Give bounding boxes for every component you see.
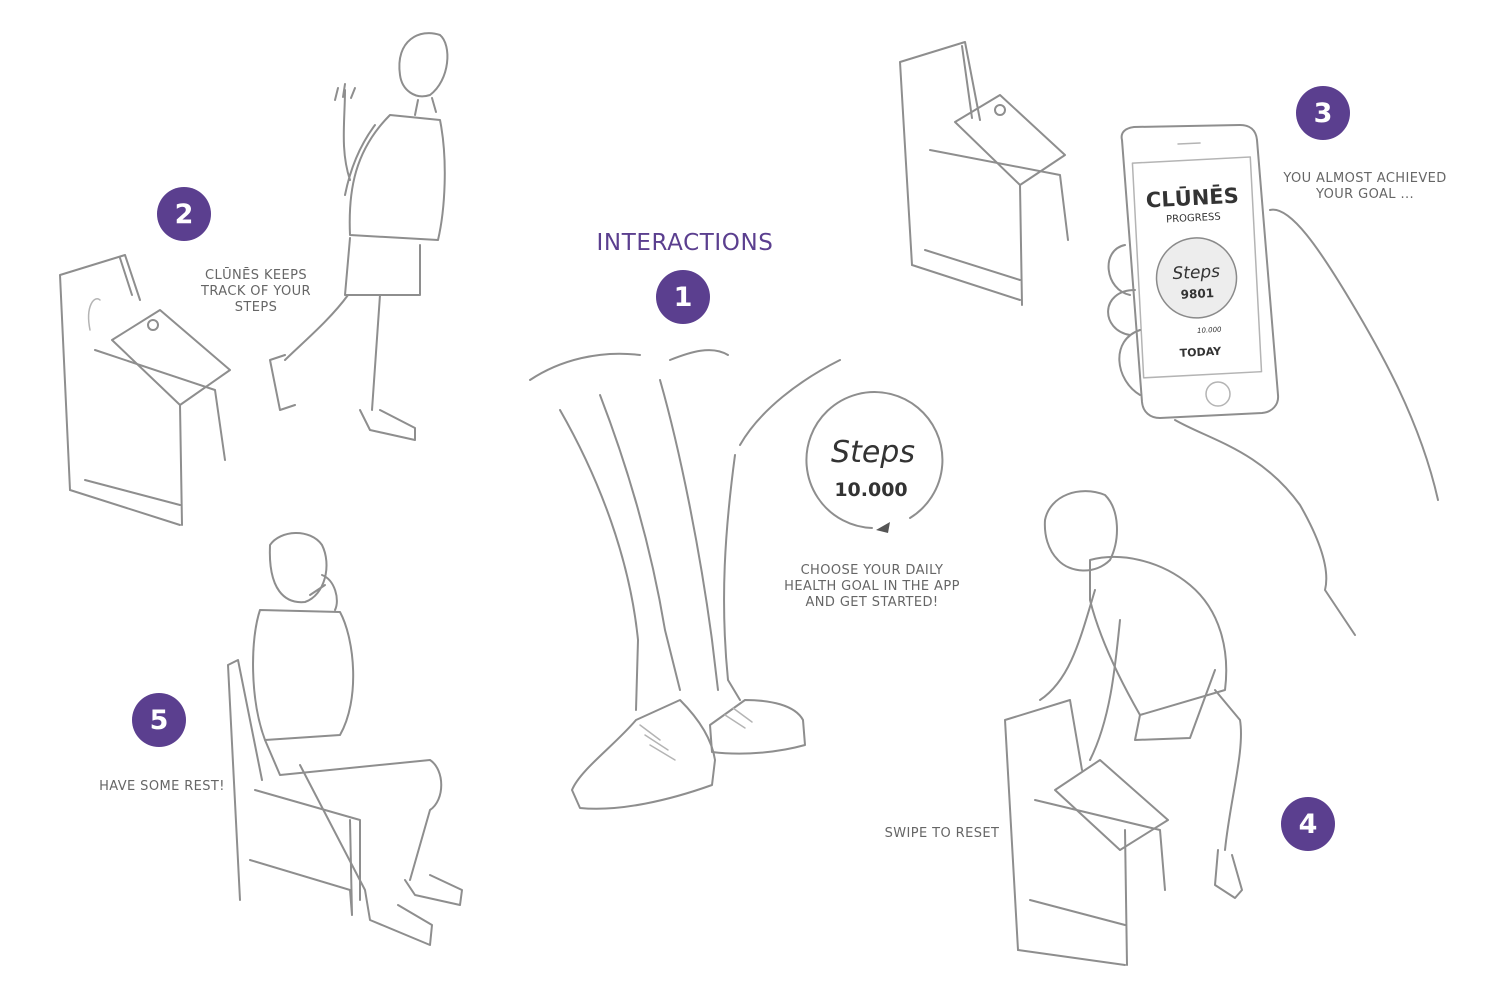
caption-step-1: CHOOSE YOUR DAILY HEALTH GOAL IN THE APP… xyxy=(772,563,972,611)
phone-steps-label: Steps xyxy=(1172,262,1221,284)
phone-progress-ring xyxy=(1155,237,1238,319)
phone-subtitle: PROGRESS xyxy=(1166,212,1221,226)
phone-screen: CLŪNĒS PROGRESS Steps 9801 10.000 TODAY xyxy=(1145,183,1239,360)
caption-step-3: YOU ALMOST ACHIEVED YOUR GOAL ... xyxy=(1270,171,1460,203)
caption-line: TRACK OF YOUR xyxy=(201,284,311,299)
phone-brand: CLŪNĒS xyxy=(1145,183,1239,213)
caption-line: YOU ALMOST ACHIEVED xyxy=(1283,171,1447,186)
goal-dial: Steps 10.000 xyxy=(805,391,944,533)
caption-step-5: HAVE SOME REST! xyxy=(86,779,238,795)
caption-step-4: SWIPE TO RESET xyxy=(872,826,1012,842)
caption-line: YOUR GOAL ... xyxy=(1315,187,1415,202)
step-badge-3: 3 xyxy=(1296,86,1350,140)
chair-illustration-step-2 xyxy=(59,254,231,526)
caption-line: CHOOSE YOUR DAILY xyxy=(800,563,944,578)
caption-line: HEALTH GOAL IN THE APP xyxy=(784,579,960,594)
phone-goal-value: 10.000 xyxy=(1197,326,1222,335)
step-badge-5: 5 xyxy=(132,693,186,747)
hand-holding-phone-illustration xyxy=(1107,124,1439,636)
caption-line: CLŪNĒS KEEPS xyxy=(204,268,307,283)
caption-line: AND GET STARTED! xyxy=(805,595,939,610)
seated-woman-drinking-illustration xyxy=(227,532,463,946)
chair-illustration-step-3 xyxy=(899,41,1069,306)
page-title: INTERACTIONS xyxy=(596,230,774,256)
legs-sneakers-illustration xyxy=(529,349,841,810)
arrow-icon xyxy=(876,522,890,533)
caption-line: STEPS xyxy=(234,300,278,315)
goal-dial-label: Steps xyxy=(831,435,915,470)
phone-steps-value: 9801 xyxy=(1180,286,1214,302)
walking-woman-illustration xyxy=(269,32,449,441)
goal-dial-value: 10.000 xyxy=(834,479,907,501)
woman-resetting-chair-illustration xyxy=(1004,490,1243,966)
caption-step-2: CLŪNĒS KEEPS TRACK OF YOUR STEPS xyxy=(186,268,326,316)
caption-line: SWIPE TO RESET xyxy=(884,826,1000,841)
step-badge-4: 4 xyxy=(1281,797,1335,851)
step-badge-2: 2 xyxy=(157,187,211,241)
phone-period: TODAY xyxy=(1179,345,1222,360)
step-badge-1: 1 xyxy=(656,270,710,324)
caption-line: HAVE SOME REST! xyxy=(99,779,225,794)
